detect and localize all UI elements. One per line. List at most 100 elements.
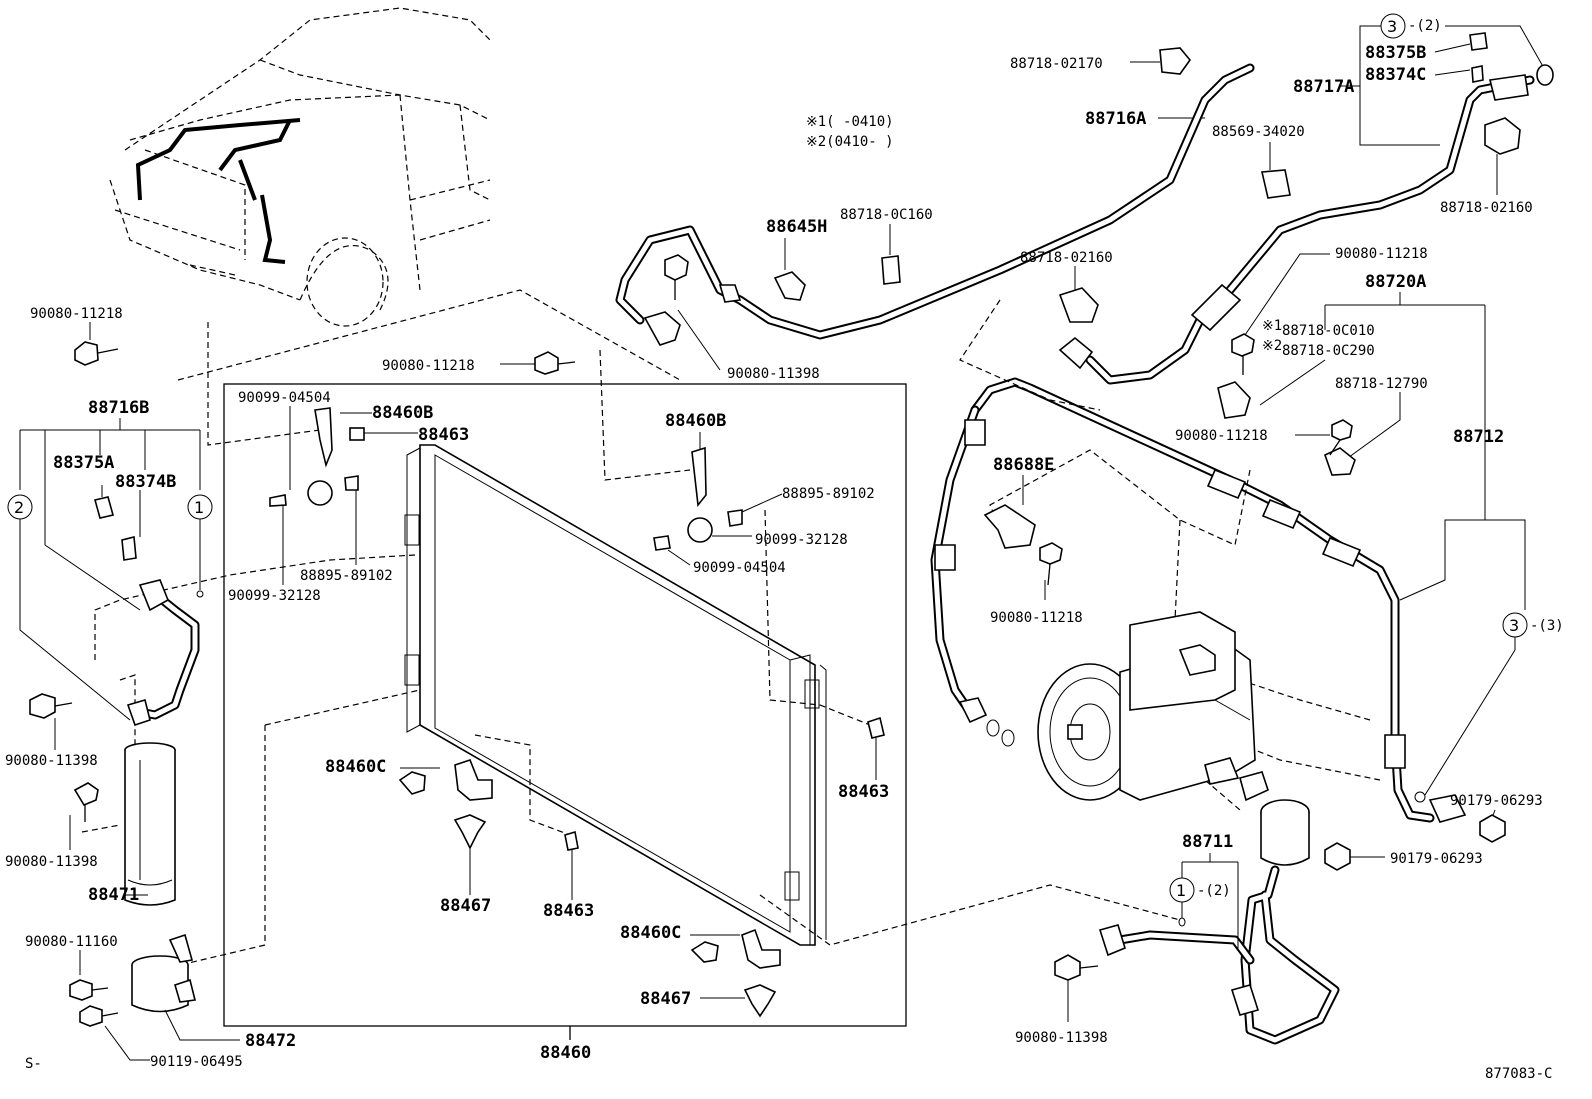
- diagram-code: 877083-C: [1485, 1066, 1552, 1082]
- valve-88374B: [121, 535, 137, 561]
- bolt-90080-11160: [69, 979, 93, 1001]
- clamp-88718-0C290: [1217, 381, 1251, 419]
- clamp-88718-12790: [1324, 447, 1356, 476]
- bolt-90080-11398-l2: [73, 782, 99, 807]
- label-88472: 88472: [245, 1031, 296, 1051]
- label-88467-a: 88467: [440, 896, 491, 916]
- label-88460: 88460: [540, 1043, 591, 1063]
- hose-88711: [1098, 771, 1340, 1045]
- label-88569-34020: 88569-34020: [1212, 124, 1305, 140]
- bolt-90080-11218-l1: [74, 341, 99, 366]
- marker-note-1: ※1: [1262, 318, 1282, 334]
- o-ring-left: [196, 590, 204, 598]
- grommet-90099-32128-b: [687, 517, 713, 543]
- label-90119-06495: 90119-06495: [150, 1054, 243, 1070]
- cap-88375B: [1469, 32, 1488, 51]
- label-88375A: 88375A: [53, 453, 114, 473]
- label-88463-c: 88463: [543, 901, 594, 921]
- fitting-left: [643, 311, 681, 346]
- label-88718-02160-mid: 88718-02160: [1020, 250, 1113, 266]
- pin-88895-89102-a: [344, 475, 359, 491]
- label-88374C: 88374C: [1365, 65, 1426, 85]
- nut-90179-06293-a: [1479, 814, 1506, 843]
- sensor-88645H: [773, 271, 806, 301]
- condenser-core: [404, 444, 827, 946]
- bracket-88460C-a: [454, 759, 493, 801]
- callout-1-bottom-qty: -(2): [1197, 883, 1231, 899]
- clamp-88718-02160-mid: [1058, 287, 1099, 323]
- label-90080-11160: 90080-11160: [25, 934, 118, 950]
- clip-88467-b: [743, 984, 777, 1018]
- label-90080-11398-c: 90080-11398: [727, 366, 820, 382]
- bolt-90080-11398-l1: [29, 693, 56, 719]
- label-88460B-a: 88460B: [372, 403, 433, 423]
- label-90099-04504-a: 90099-04504: [238, 390, 331, 406]
- label-90080-11218-l1: 90080-11218: [30, 306, 123, 322]
- label-88467-b: 88467: [640, 989, 691, 1009]
- receiver-pipe-88716B: [126, 579, 200, 727]
- clamp-88718-0C160: [881, 255, 901, 285]
- callout-2-left-num: 2: [14, 498, 24, 517]
- label-90080-11218-r2: 90080-11218: [1175, 428, 1268, 444]
- callout-1-left-num: 1: [194, 498, 204, 517]
- pipe-88717A: [1058, 74, 1535, 385]
- note-1: ※1( -0410): [806, 114, 894, 130]
- bolt-90080-11218-r1: [1231, 333, 1255, 357]
- bracket-88460C-b: [741, 928, 781, 969]
- label-90080-11218-r1: 90080-11218: [1335, 246, 1428, 262]
- label-90179-06293-b: 90179-06293: [1390, 851, 1483, 867]
- label-88471: 88471: [88, 885, 139, 905]
- cap-88375A: [94, 496, 114, 519]
- label-90099-04504-b: 90099-04504: [693, 560, 786, 576]
- callout-3-top-num: 3: [1387, 17, 1397, 36]
- pipe-88716A: [615, 63, 1255, 340]
- label-88716B: 88716B: [88, 398, 149, 418]
- cushion-88463-c: [564, 830, 579, 851]
- bolt-88460C-b: [690, 941, 719, 963]
- label-88688E: 88688E: [993, 455, 1054, 475]
- grommet-90099-32128-a: [307, 480, 333, 506]
- label-88717A: 88717A: [1293, 77, 1354, 97]
- vehicle-illustration: [109, 7, 491, 327]
- label-88463-a: 88463: [418, 425, 469, 445]
- callout-3-right-qty: -(3): [1530, 618, 1564, 634]
- label-90080-11398-l1: 90080-11398: [5, 753, 98, 769]
- receiver-drier-88471: [124, 742, 176, 906]
- bolt-90080-11218-r3: [1039, 542, 1063, 565]
- label-88712: 88712: [1453, 427, 1504, 447]
- condenser-group-box: [223, 383, 907, 1027]
- label-88718-12790: 88718-12790: [1335, 376, 1428, 392]
- pin-88895-89102-b: [727, 509, 743, 527]
- nut-90179-06293-b: [1324, 842, 1351, 871]
- bracket-88460B-a: [314, 407, 333, 468]
- label-90099-32128-a: 90099-32128: [228, 588, 321, 604]
- clamp-88718-02170: [1159, 47, 1192, 75]
- label-88895-89102-b: 88895-89102: [782, 486, 875, 502]
- label-90099-32128-b: 90099-32128: [755, 532, 848, 548]
- label-88718-02170: 88718-02170: [1010, 56, 1103, 72]
- o-ring-hose-2: [1001, 729, 1015, 747]
- bolt-90080-11218-r2: [1331, 419, 1353, 441]
- o-ring-bottom: [1178, 917, 1186, 927]
- hose-88712: [930, 377, 1467, 823]
- o-ring-hose-1: [986, 719, 1000, 737]
- o-ring-right: [1414, 791, 1426, 803]
- label-88375B: 88375B: [1365, 43, 1426, 63]
- callout-3-top-qty: -(2): [1408, 18, 1442, 34]
- label-88460C-b: 88460C: [620, 923, 681, 943]
- bolt-90119-06495: [79, 1005, 103, 1027]
- label-90080-11398-l2: 90080-11398: [5, 854, 98, 870]
- label-88718-02160-top: 88718-02160: [1440, 200, 1533, 216]
- label-88645H: 88645H: [766, 217, 827, 237]
- label-88463-b: 88463: [838, 782, 889, 802]
- label-90080-11218-r3: 90080-11218: [990, 610, 1083, 626]
- cushion-88463-b: [867, 716, 885, 739]
- bolt-88460C-a: [398, 771, 426, 795]
- label-88895-89102-a: 88895-89102: [300, 568, 393, 584]
- label-88460C-a: 88460C: [325, 757, 386, 777]
- label-88716A: 88716A: [1085, 109, 1146, 129]
- note-2: ※2(0410- ): [806, 134, 894, 150]
- valve-88374C: [1471, 65, 1484, 83]
- o-ring-top: [1536, 64, 1554, 86]
- label-88718-0C290: 88718-0C290: [1282, 343, 1375, 359]
